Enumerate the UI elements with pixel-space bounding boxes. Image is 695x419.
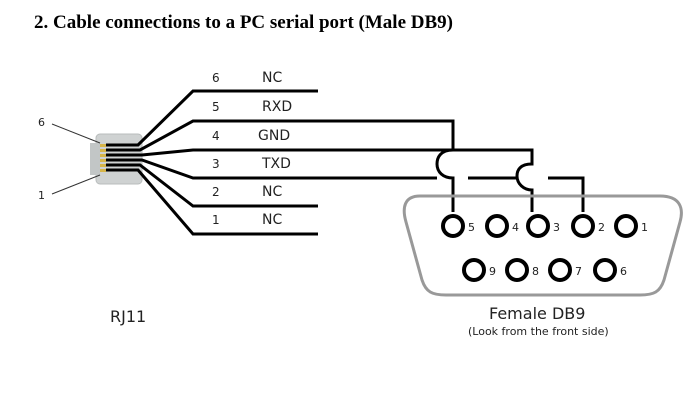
db9-pin-8 <box>505 258 529 282</box>
svg-text:RXD: RXD <box>262 99 292 115</box>
svg-text:NC: NC <box>262 70 282 86</box>
svg-text:7: 7 <box>575 265 582 278</box>
svg-text:3: 3 <box>212 157 220 171</box>
svg-text:9: 9 <box>489 265 496 278</box>
wire-pin-6 <box>106 89 318 147</box>
pointer-line-6 <box>51 123 101 144</box>
db9-pin-7 <box>548 258 572 282</box>
db9-pin-1 <box>614 214 638 238</box>
wire-pin-2 <box>106 163 318 208</box>
rj11-label: RJ11 <box>110 307 146 326</box>
svg-text:NC: NC <box>262 212 282 228</box>
svg-text:GND: GND <box>258 128 290 144</box>
db9-pin-4 <box>485 214 509 238</box>
svg-text:3: 3 <box>553 221 560 234</box>
pointer-line-1 <box>51 174 101 195</box>
db9-pin-5 <box>441 214 465 238</box>
db9-pin-2 <box>571 214 595 238</box>
page-title: 2. Cable connections to a PC serial port… <box>34 12 453 33</box>
db9-pins <box>441 214 638 282</box>
wire-pin-1 <box>106 168 318 236</box>
svg-text:5: 5 <box>212 100 220 114</box>
svg-text:1: 1 <box>641 221 648 234</box>
db9-pin-6 <box>593 258 617 282</box>
svg-text:5: 5 <box>468 221 475 234</box>
wire-pin-3 <box>106 158 585 212</box>
svg-text:TXD: TXD <box>261 156 291 172</box>
svg-text:1: 1 <box>212 213 220 227</box>
db9-shell <box>402 194 683 297</box>
wire-labels: 6 NC 5 RXD 4 GND 3 TXD 2 NC 1 NC <box>212 70 292 228</box>
pointer-label-1: 1 <box>38 189 45 202</box>
svg-text:2: 2 <box>598 221 605 234</box>
svg-text:6: 6 <box>620 265 627 278</box>
wires <box>106 89 585 236</box>
svg-text:8: 8 <box>532 265 539 278</box>
svg-text:6: 6 <box>212 71 220 85</box>
db9-label: Female DB9 <box>489 304 585 323</box>
svg-text:4: 4 <box>212 129 220 143</box>
svg-text:4: 4 <box>512 221 519 234</box>
db9-sublabel: (Look from the front side) <box>468 325 609 338</box>
db9-pin-9 <box>462 258 486 282</box>
wire-pin-4 <box>106 148 534 212</box>
svg-text:2: 2 <box>212 185 220 199</box>
pointer-label-6: 6 <box>38 116 45 129</box>
svg-text:NC: NC <box>262 184 282 200</box>
db9-pin-labels: 5 4 3 2 1 9 8 7 6 <box>468 221 648 278</box>
db9-pin-3 <box>526 214 550 238</box>
